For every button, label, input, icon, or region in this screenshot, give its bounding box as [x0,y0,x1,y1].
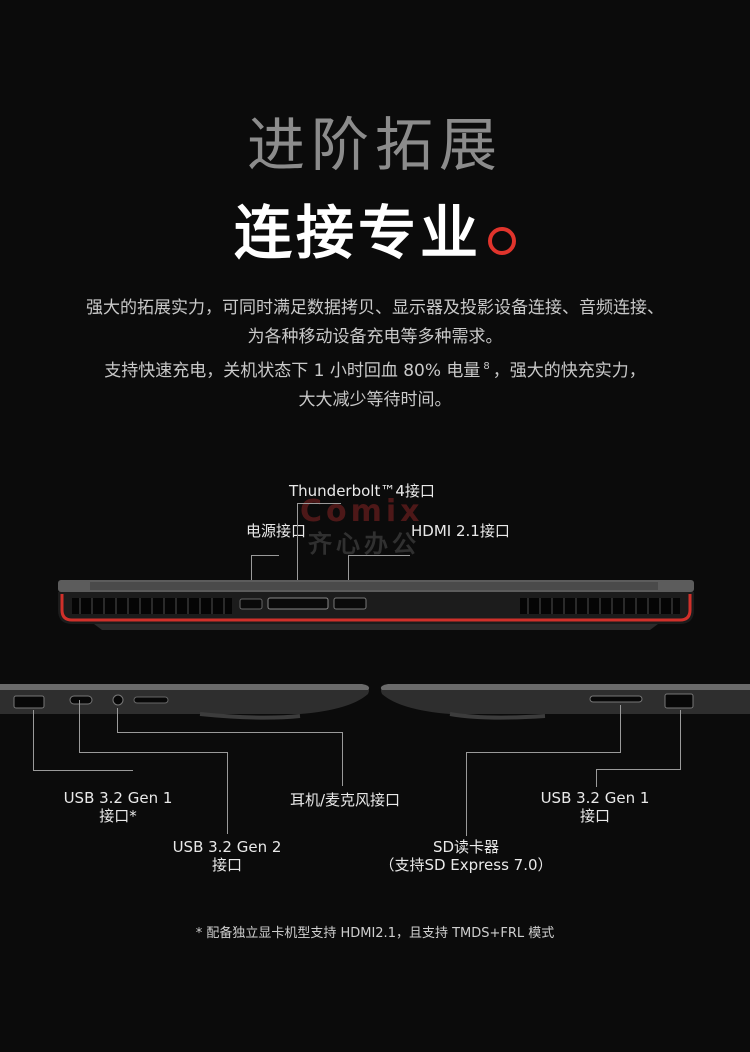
headline-line1: 进阶拓展 [246,111,503,179]
description-block-1: 强大的拓展实力，可同时满足数据拷贝、显示器及投影设备连接、音频连接、 为各种移动… [0,294,750,352]
power-leader-line [251,555,252,581]
sd-leader-v2 [620,705,621,753]
description-line3-b: ，强大的快充实力， [492,361,646,381]
power-port-label: 电源接口 [246,522,307,540]
usb-gen2-leader-v2 [227,752,228,834]
usb-gen2-label-l1: USB 3.2 Gen 2 [172,838,282,856]
audio-leader-v2 [342,732,343,786]
hdmi-leader-line-h [348,555,410,556]
headline-line2: 连接专业 [0,186,750,270]
sd-reader-label: SD读卡器 （支持SD Express 7.0） [356,838,576,874]
red-circle-icon [488,227,516,255]
footnote-marker: 8 [483,361,490,372]
usb-left-leader-v [33,710,34,770]
watermark-latin: Comix [300,494,424,529]
description-line4: 大大减少等待时间。 [298,390,452,410]
usb-right-leader-v2 [596,769,597,787]
sd-reader-label-l2: （支持SD Express 7.0） [379,856,553,874]
laptop-right-side-image [380,684,750,720]
hdmi-port-label: HDMI 2.1接口 [411,522,510,540]
usb-left-leader-h [33,770,133,771]
usb-gen1-left-label-l1: USB 3.2 Gen 1 [63,789,173,807]
laptop-left-side-image [0,684,370,720]
description-line2: 为各种移动设备充电等多种需求。 [247,327,503,347]
laptop-rear-image [58,580,694,630]
thunderbolt-port-label: Thunderbolt™4接口 [289,482,435,500]
usb-gen2-leader-h [79,752,227,753]
hdmi-leader-line [348,555,349,583]
audio-leader-h [117,732,342,733]
usb-gen2-label: USB 3.2 Gen 2 接口 [167,838,287,874]
headline-line2-text: 连接专业 [233,199,482,267]
usb-gen1-left-label-l2: 接口* [99,807,137,825]
watermark-cn: 齐心办公 [308,530,420,558]
thunderbolt-leader-line-h [297,503,341,504]
description-line1: 强大的拓展实力，可同时满足数据拷贝、显示器及投影设备连接、音频连接、 [86,298,664,318]
usb-right-leader-v [680,710,681,770]
audio-port-label: 耳机/麦克风接口 [289,791,401,809]
sd-leader-h [466,752,620,753]
audio-leader-v [117,708,118,732]
sd-leader-v [466,752,467,836]
description-line3-a: 支持快速充电，关机状态下 1 小时回血 80% 电量 [104,361,481,381]
usb-gen1-right-label-l2: 接口 [579,807,610,825]
usb-gen1-right-label-l1: USB 3.2 Gen 1 [540,789,650,807]
usb-right-leader-h [596,769,680,770]
usb-gen1-left-label: USB 3.2 Gen 1 接口* [58,789,178,825]
footnote: * 配备独立显卡机型支持 HDMI2.1，且支持 TMDS+FRL 模式 [195,926,555,941]
thunderbolt-leader-line [297,503,298,599]
usb-gen1-right-label: USB 3.2 Gen 1 接口 [535,789,655,825]
usb-gen2-leader-v [79,700,80,752]
power-leader-line-h [251,555,279,556]
usb-gen2-label-l2: 接口 [211,856,242,874]
sd-reader-label-l1: SD读卡器 [432,838,500,856]
